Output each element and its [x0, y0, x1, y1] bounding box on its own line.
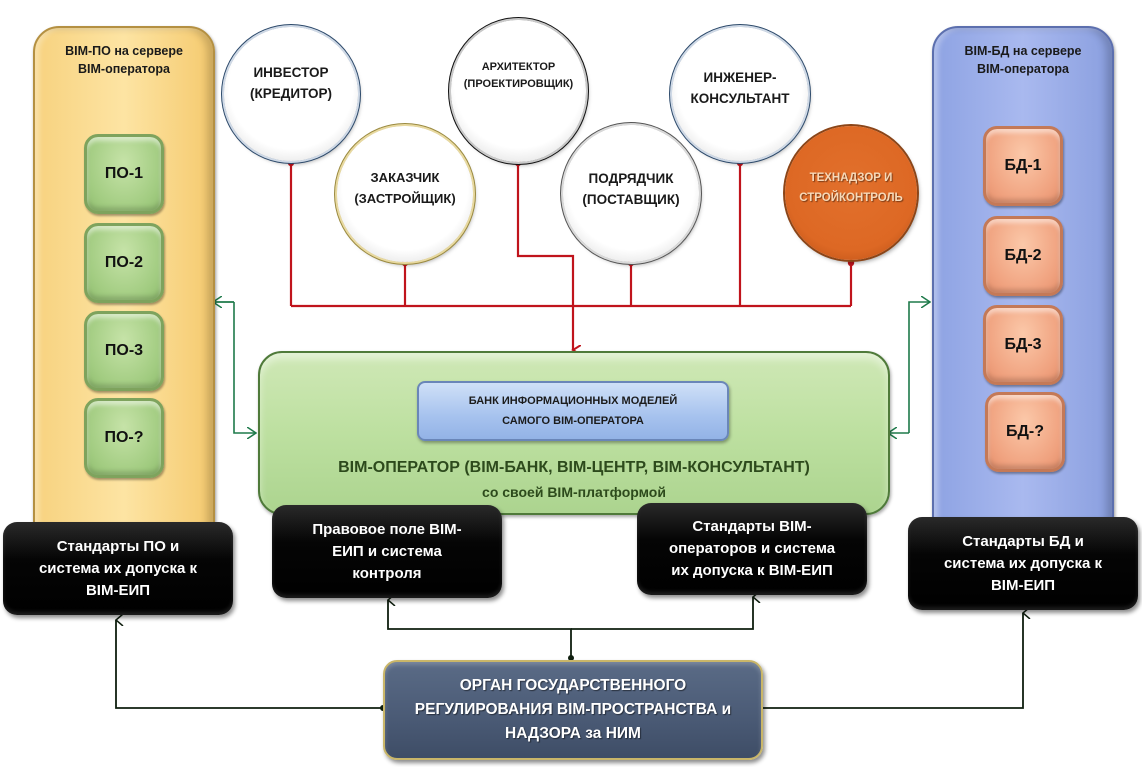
software-item[interactable]: ПО-1 — [84, 134, 164, 214]
government-regulator-box[interactable]: ОРГАН ГОСУДАРСТВЕННОГО РЕГУЛИРОВАНИЯ BIM… — [383, 660, 763, 760]
bim-operator-subtitle: со своей BIM-платформой — [482, 484, 666, 500]
database-item[interactable]: БД-1 — [983, 126, 1063, 206]
database-item[interactable]: БД-3 — [983, 305, 1063, 385]
participant-architect[interactable]: АРХИТЕКТОР(ПРОЕКТИРОВЩИК) — [451, 20, 586, 162]
link-bd-operator — [908, 302, 930, 433]
link-gov-operators — [571, 597, 753, 630]
software-item[interactable]: ПО-2 — [84, 223, 164, 303]
link-po-operator — [214, 301, 256, 433]
participant-customer[interactable]: ЗАКАЗЧИК(ЗАСТРОЙЩИК) — [337, 126, 473, 262]
bim-database-panel-title: BIM-БД на сервере BIM-оператора — [964, 44, 1082, 76]
link-gov-bd — [759, 613, 1023, 709]
database-item[interactable]: БД-2 — [983, 216, 1063, 296]
database-item[interactable]: БД-? — [985, 392, 1065, 472]
link-gov-legal — [388, 600, 572, 660]
software-item[interactable]: ПО-3 — [84, 311, 164, 391]
bim-software-panel-title: BIM-ПО на сервере BIM-оператора — [65, 44, 183, 76]
software-item[interactable]: ПО-? — [84, 398, 164, 478]
info-model-bank-box[interactable]: БАНК ИНФОРМАЦИОННЫХ МОДЕЛЕЙ САМОГО BIM-О… — [417, 381, 729, 441]
bim-operator-title: BIM-ОПЕРАТОР (BIM-БАНК, BIM-ЦЕНТР, BIM-К… — [338, 459, 810, 476]
participant-contractor[interactable]: ПОДРЯДЧИК(ПОСТАВЩИК) — [563, 125, 699, 262]
bim-operator-box[interactable]: БАНК ИНФОРМАЦИОННЫХ МОДЕЛЕЙ САМОГО BIM-О… — [258, 351, 890, 515]
participant-engineer-consultant[interactable]: ИНЖЕНЕР-КОНСУЛЬТАНТ — [672, 27, 808, 161]
link-gov-po — [116, 620, 383, 709]
participant-investor[interactable]: ИНВЕСТОР(КРЕДИТОР) — [224, 27, 358, 161]
